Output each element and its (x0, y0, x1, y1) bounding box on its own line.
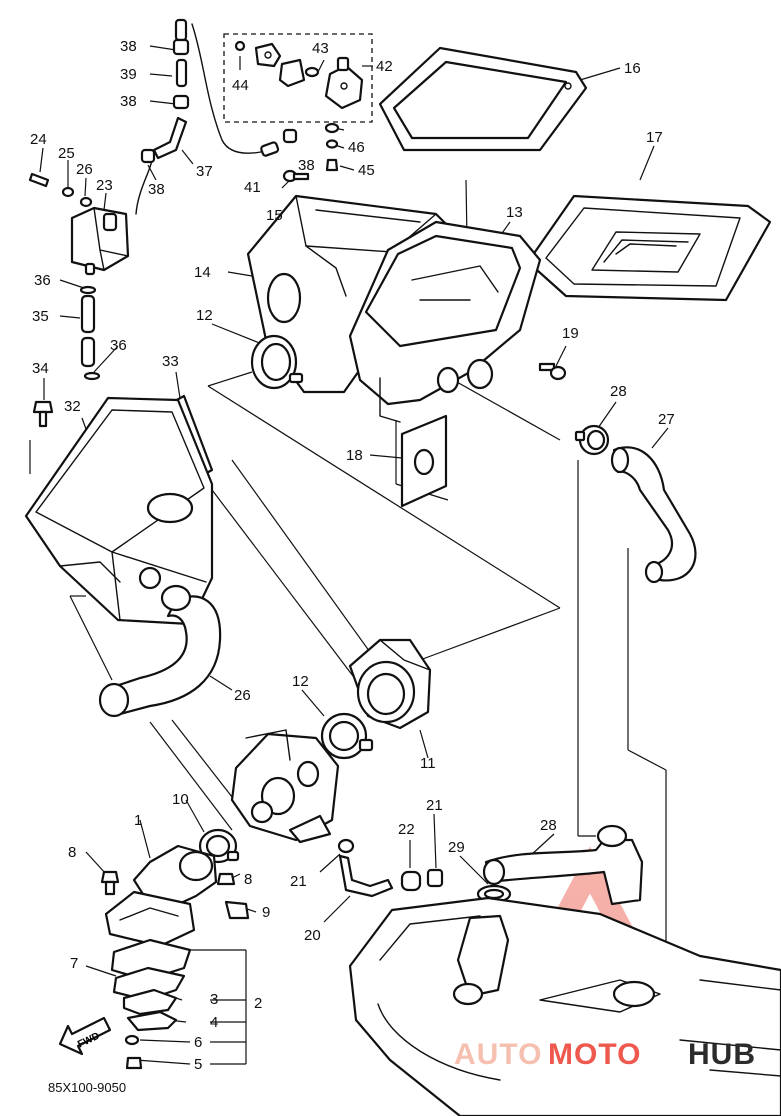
callout-15: 15 (266, 207, 283, 224)
callout-29: 26 (234, 687, 251, 704)
clamp-10 (198, 828, 240, 864)
callout-38-d: 38 (298, 157, 315, 174)
callout-31: 28 (610, 383, 627, 400)
clamp-12-lower (320, 712, 374, 760)
callout-3: 3 (210, 991, 218, 1008)
hose-35-36 (79, 285, 101, 381)
callout-18: 18 (346, 447, 363, 464)
clamp-31 (574, 424, 610, 456)
callout-19: 19 (562, 325, 579, 342)
callout-39: 39 (120, 66, 137, 83)
callout-20: 20 (304, 927, 321, 944)
callout-numbers: 38 39 38 37 38 24 25 26 23 36 35 36 34 4… (30, 38, 675, 1073)
solenoid-23 (28, 172, 130, 276)
callout-12-a: 12 (196, 307, 213, 324)
callout-28: 29 (448, 839, 465, 856)
callout-21-a: 21 (290, 873, 307, 890)
watermark-text: AUTO MOTO HUB (454, 1038, 756, 1071)
bolt-15 (282, 169, 310, 183)
callout-40: 41 (244, 179, 261, 196)
callout-17: 17 (646, 129, 663, 146)
bolt-19 (538, 362, 567, 381)
callout-33: 33 (162, 353, 179, 370)
plate-18 (400, 414, 448, 508)
watermark-part1: AUTO (454, 1038, 542, 1071)
sub-assembly-box (223, 33, 373, 123)
callout-13: 13 (506, 204, 523, 221)
gasket-16 (378, 46, 588, 152)
callout-42: 43 (312, 40, 329, 57)
callout-32: 32 (64, 398, 81, 415)
callout-21-b: 21 (426, 797, 443, 814)
fwd-arrow-icon: FWD (58, 1016, 112, 1056)
leader-lines (29, 45, 669, 1065)
callout-26: 26 (76, 161, 93, 178)
callout-14: 14 (194, 264, 211, 281)
callout-2: 2 (254, 995, 262, 1012)
joint-11 (348, 638, 432, 730)
watermark-part3: HUB (688, 1038, 756, 1071)
callout-23: 23 (96, 177, 113, 194)
clamp-12-upper (250, 334, 304, 390)
callout-24: 24 (30, 131, 47, 148)
callout-4: 4 (210, 1014, 218, 1031)
callout-43: 44 (232, 77, 249, 94)
reed-valve-stack-2 (110, 938, 192, 1070)
watermark-part2: MOTO (548, 1038, 641, 1071)
callout-22: 22 (398, 821, 415, 838)
engine-case (348, 896, 781, 1116)
hose-fitting-38-39 (140, 18, 190, 164)
hose-27 (482, 824, 644, 906)
caps-21-22 (400, 868, 444, 892)
callout-38-b: 38 (120, 93, 137, 110)
callout-10: 10 (172, 791, 189, 808)
callout-34: 34 (32, 360, 49, 377)
breather-hose-38-40 (191, 23, 271, 154)
diagram-code: 85X100-9050 (48, 1080, 126, 1095)
breather-hose-23 (135, 159, 153, 215)
callout-5: 5 (194, 1056, 202, 1073)
callout-25: 25 (58, 145, 75, 162)
callout-16: 16 (624, 60, 641, 77)
callout-1: 1 (134, 812, 142, 829)
bolt-8 (100, 870, 250, 920)
hose-20 (337, 838, 394, 898)
valve-assembly-41 (234, 40, 364, 110)
hose-30 (610, 446, 697, 584)
callout-12-b: 12 (292, 673, 309, 690)
intake-hose-29 (98, 584, 222, 718)
intake-manifold-1 (104, 844, 218, 948)
air-box-case-13 (348, 220, 542, 423)
callout-8-a: 8 (68, 844, 76, 861)
callout-27: 28 (540, 817, 557, 834)
callout-8-b: 8 (244, 871, 252, 888)
callout-9: 9 (262, 904, 270, 921)
pipe-40 (260, 128, 298, 157)
air-box-32 (24, 396, 214, 626)
callout-38-a: 38 (120, 38, 137, 55)
callout-36-a: 36 (34, 272, 51, 289)
callout-36-b: 36 (110, 337, 127, 354)
washers-44-46 (324, 122, 340, 172)
callout-6: 6 (194, 1034, 202, 1051)
carburetor (230, 729, 340, 844)
air-filter-17 (526, 194, 772, 302)
callout-37: 37 (196, 163, 213, 180)
bolt-34 (32, 400, 54, 428)
callout-38-c: 38 (148, 181, 165, 198)
callout-41: 42 (376, 58, 393, 75)
callout-35: 35 (32, 308, 49, 325)
callout-7: 7 (70, 955, 78, 972)
callout-11: 11 (420, 755, 436, 772)
callout-30: 27 (658, 411, 675, 428)
callout-45: 46 (348, 139, 365, 156)
callout-44: 45 (358, 162, 375, 179)
